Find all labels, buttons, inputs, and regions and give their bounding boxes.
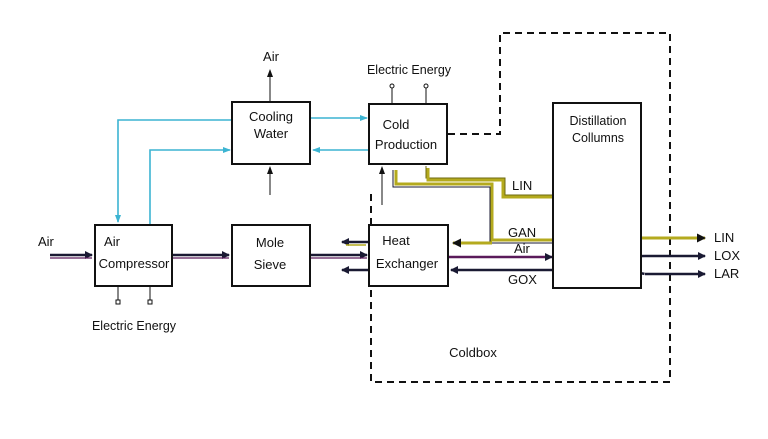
lin-internal-flow-yellow <box>426 168 552 199</box>
cooling-water-label-1: Cooling <box>249 109 293 124</box>
nitrogen-flows <box>392 166 552 248</box>
distillation-label-1: Distillation <box>570 114 627 128</box>
gox-label: GOX <box>508 272 537 287</box>
lin-internal-flow <box>425 166 552 196</box>
lox-product-label: LOX <box>714 248 740 263</box>
box-cold-production: Cold Production <box>368 103 448 165</box>
coldbox-label: Coldbox <box>449 345 497 360</box>
air-compressor-label-1: Air <box>104 234 121 249</box>
compressor-terminal-2 <box>147 299 153 305</box>
coldbox-boundary <box>370 32 671 383</box>
box-distillation-columns: Distillation Collumns <box>552 102 642 289</box>
lin-product-label: LIN <box>714 230 734 245</box>
air-compressor-label-2: Compressor <box>99 256 170 271</box>
gan-label: GAN <box>508 225 536 240</box>
cooling-water-flows <box>115 115 369 224</box>
return-flows <box>341 238 553 274</box>
gan-loop-yellow <box>394 170 552 242</box>
air-internal-label: Air <box>514 241 531 256</box>
electric-energy-top-label: Electric Energy <box>367 63 452 77</box>
thin-flows <box>115 69 429 305</box>
heat-exchanger-label-1: Heat <box>382 233 410 248</box>
mole-sieve-label-1: Mole <box>256 235 284 250</box>
cold-production-label-1: Cold <box>383 117 410 132</box>
lin-internal-label: LIN <box>512 178 532 193</box>
lar-product-label: LAR <box>714 266 739 281</box>
distillation-label-2: Collumns <box>572 131 624 145</box>
air-inlet-label: Air <box>38 234 55 249</box>
compressor-terminal-1 <box>115 299 121 305</box>
heat-exchanger-label-2: Exchanger <box>376 256 439 271</box>
cooling-water-label-2: Water <box>254 126 289 141</box>
air-exhaust-label: Air <box>263 49 280 64</box>
cooling-loop-from-compressor <box>149 147 231 224</box>
cooling-loop-to-compressor <box>115 119 232 223</box>
box-mole-sieve: Mole Sieve <box>231 224 311 287</box>
box-cooling-water: Cooling Water <box>231 101 311 165</box>
box-heat-exchanger: Heat Exchanger <box>368 224 449 287</box>
main-air-flows <box>50 251 553 261</box>
electric-energy-bottom-label: Electric Energy <box>92 319 177 333</box>
box-air-compressor: Air Compressor <box>94 224 173 287</box>
gan-loop-dark <box>392 170 552 244</box>
mole-sieve-label-2: Sieve <box>254 257 287 272</box>
electric-terminal-2 <box>423 83 429 89</box>
electric-terminal-1 <box>389 83 395 89</box>
cold-production-label-2: Production <box>375 137 437 152</box>
